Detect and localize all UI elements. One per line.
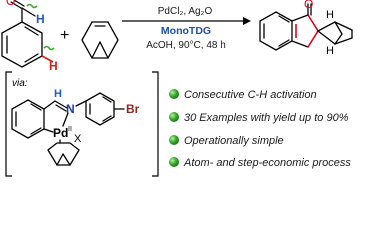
product-h-top-label: H (326, 9, 334, 21)
intermediate-palladium-label: Pd (53, 126, 68, 140)
feature-item: Atom- and step-economic process (169, 157, 351, 169)
plus-sign: + (60, 27, 69, 44)
conditions-solvent-temp-time: AcOH, 90°C, 48 h (146, 40, 226, 51)
ch-activation-mark-1 (26, 3, 38, 9)
catalyst-label: MonoTDG (161, 25, 211, 37)
feature-item: Operationally simple (169, 135, 284, 147)
bullet-icon (169, 112, 179, 122)
palladium-oxidation-state: II (68, 126, 72, 133)
ch-activation-mark-2 (43, 45, 55, 51)
bullet-icon (169, 135, 179, 145)
feature-item: 30 Examples with yield up to 90% (169, 112, 349, 124)
reactant-oxygen-label: O (6, 0, 15, 8)
product-oxygen-label: O (304, 0, 313, 11)
intermediate-x-ligand-label: X (74, 133, 82, 145)
palladacycle-structure (11, 92, 125, 166)
bullet-icon (169, 89, 179, 99)
feature-text: 30 Examples with yield up to 90% (184, 112, 349, 124)
reaction-arrowhead (243, 17, 251, 25)
bullet-icon (169, 157, 179, 167)
benzaldehyde-structure (1, 0, 54, 68)
intermediate-h-label: H (54, 88, 62, 100)
feature-text: Atom- and step-economic process (183, 157, 351, 169)
reactant-ortho-h-label: H (49, 59, 58, 73)
graphical-abstract: O H H + PdCl₂, Ag₂O MonoTDG AcOH, 90°C, … (1, 0, 353, 177)
product-h-bottom-label: H (326, 45, 334, 57)
intermediate-bracket (5, 71, 159, 177)
feature-item: Consecutive C-H activation (169, 89, 317, 101)
norbornene-structure (81, 21, 119, 59)
feature-list: Consecutive C-H activation 30 Examples w… (169, 89, 351, 169)
intermediate-nitrogen-label: N (66, 102, 75, 116)
product-structure (259, 3, 353, 51)
via-label: via: (12, 78, 28, 89)
conditions-reagents: PdCl₂, Ag₂O (158, 6, 213, 17)
reactant-aldehyde-h-label: H (36, 12, 45, 26)
feature-text: Operationally simple (184, 135, 284, 147)
intermediate-bromine-label: Br (126, 102, 140, 116)
feature-text: Consecutive C-H activation (184, 89, 317, 101)
